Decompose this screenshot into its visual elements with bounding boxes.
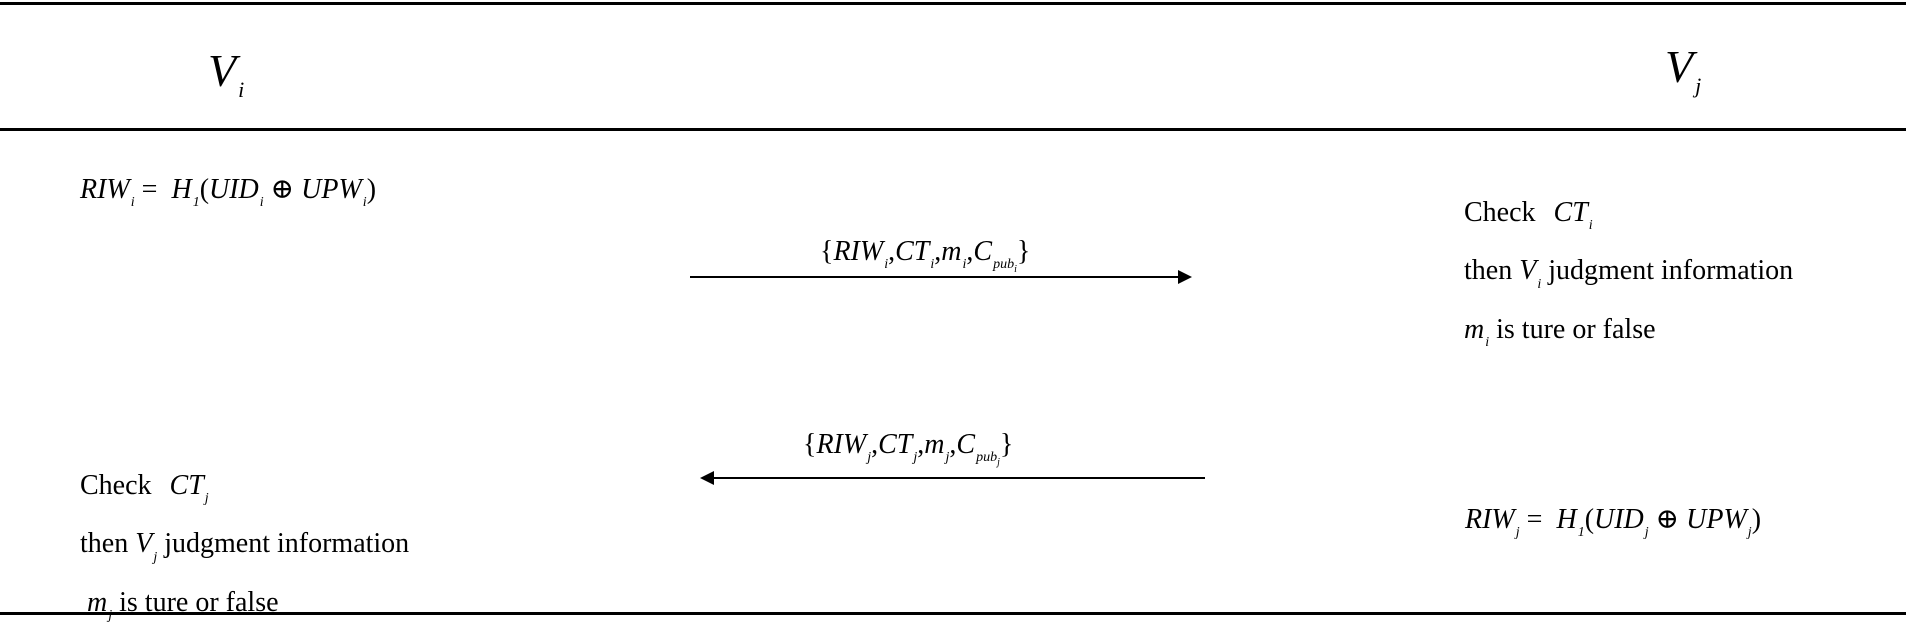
right-riw-equation: RIWj = H1(UIDj ⊕ UPWj) — [1465, 504, 1762, 541]
vj-result-line: mi is ture or false — [1464, 313, 1656, 351]
header-rule — [0, 128, 1906, 131]
top-rule — [0, 2, 1906, 5]
vj-then-line: then Vi judgment information — [1464, 255, 1794, 292]
party-vj-header: Vj — [1665, 41, 1702, 98]
party-vi-header: Vi — [208, 45, 245, 102]
vi-result-line: mj is ture or false — [87, 586, 279, 624]
left-riw-equation: RIWi = H1(UIDi ⊕ UPWi) — [80, 174, 377, 211]
vi-then-line: then Vj judgment information — [80, 528, 410, 565]
arrow-vi-to-vj — [690, 270, 1192, 284]
bottom-rule — [0, 612, 1906, 615]
message-vi-to-vj-label: {RIWi,CTi,mi,Cpubi} — [820, 236, 1031, 276]
message-vj-to-vi-label: {RIWj,CTj,mj,Cpubj} — [803, 429, 1014, 469]
arrow-vj-to-vi — [700, 471, 1205, 485]
